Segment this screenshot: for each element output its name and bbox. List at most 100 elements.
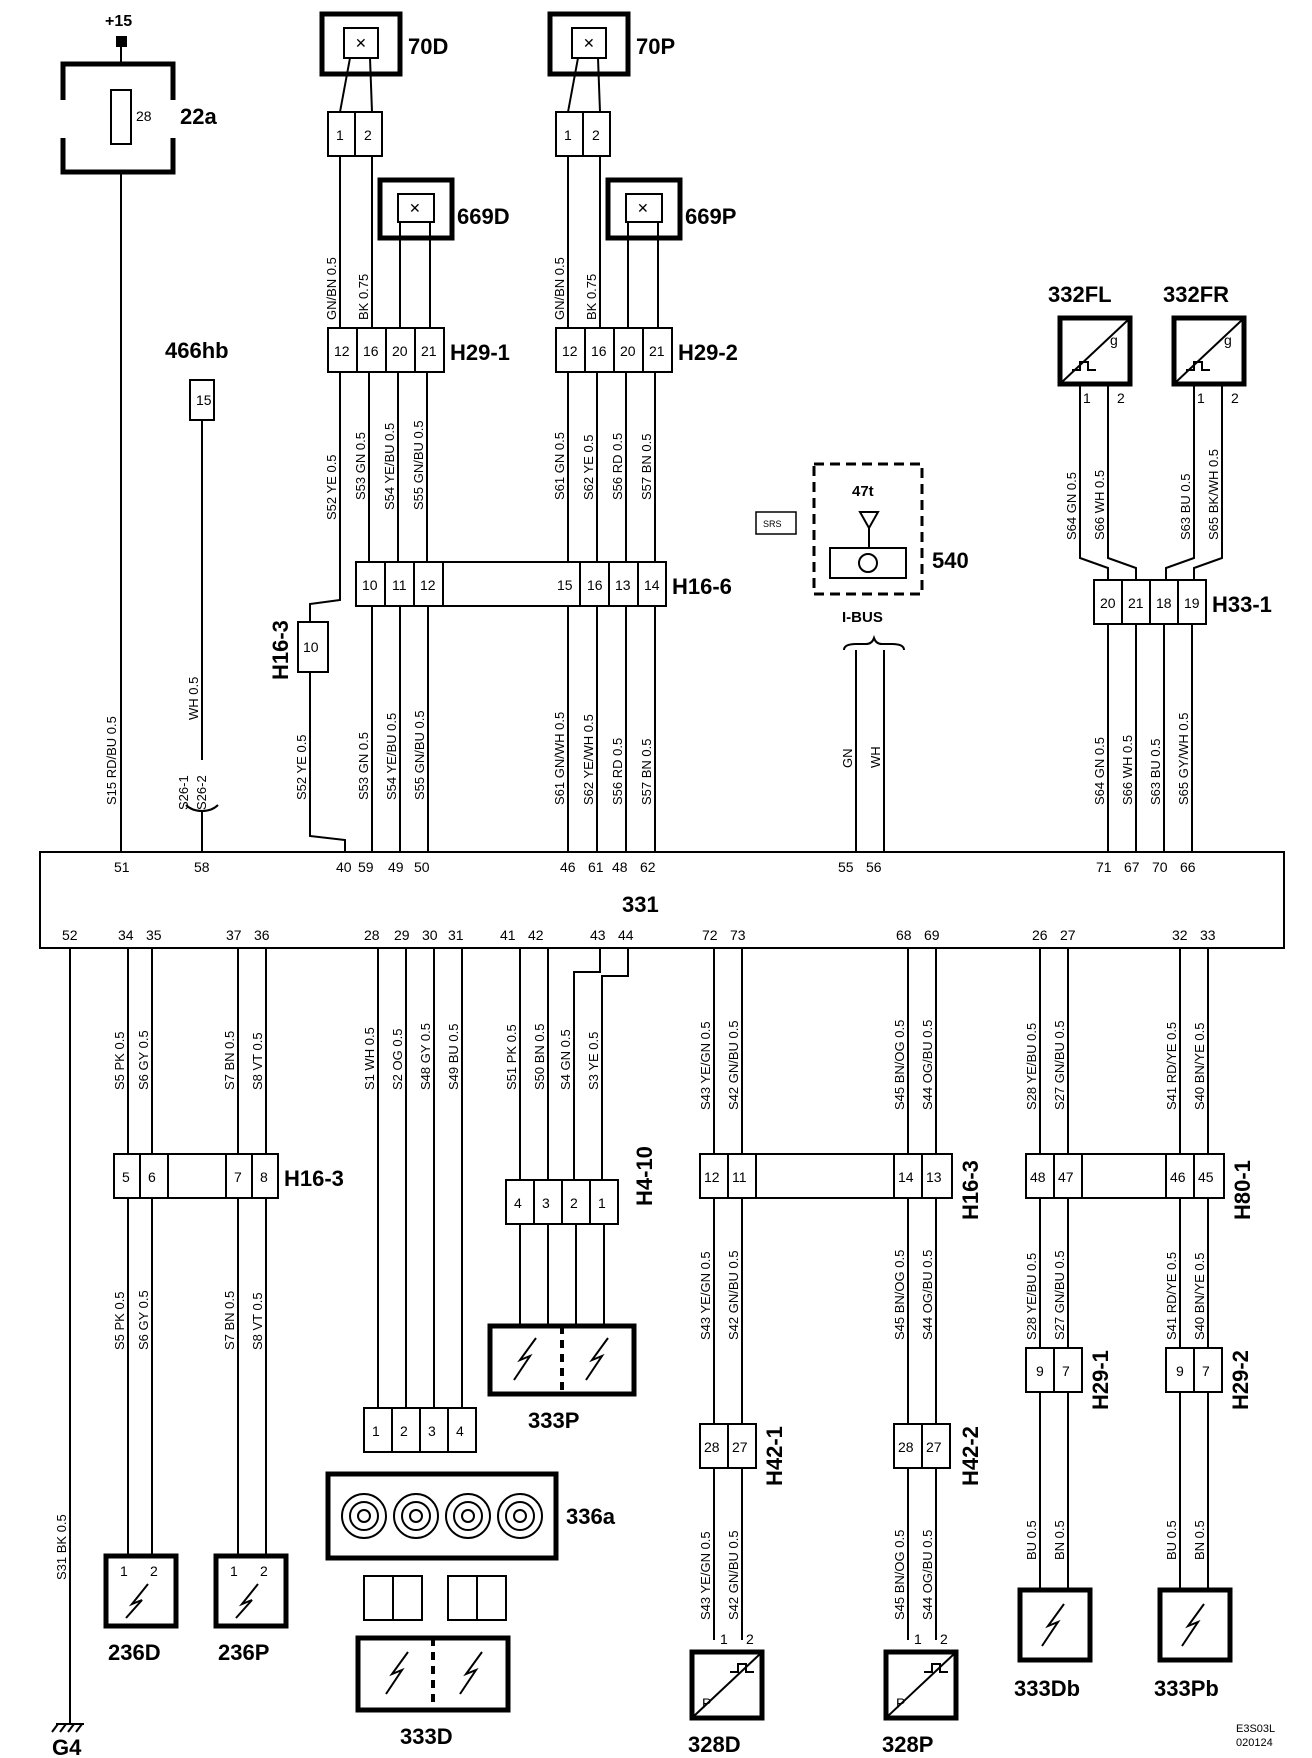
connector-h29-1-label: H29-1 [450, 340, 510, 365]
ecu-pin-bottom-68: 68 [896, 927, 912, 943]
wire-s27-a: S27 GN/BU 0.5 [1052, 1020, 1067, 1110]
squib-236d [103, 1553, 179, 1629]
ecu-pin-top-71: 71 [1096, 859, 1112, 875]
wire-466: WH 0.5 [186, 677, 201, 720]
wire-s61-top: S61 GN 0.5 [552, 432, 567, 500]
connector-h4-10-label: H4-10 [632, 1146, 657, 1206]
connector-h16-3-small [297, 621, 329, 673]
wire-s49: S49 BU 0.5 [446, 1024, 461, 1091]
wire-s62-top: S62 YE 0.5 [581, 434, 596, 500]
connector-h16-3-small-label: H16-3 [268, 620, 293, 680]
wire-s6-low: S6 GY 0.5 [136, 1290, 151, 1350]
connector-h29-2-low-label: H29-2 [1228, 1350, 1253, 1410]
wire-s28-a: S28 YE/BU 0.5 [1024, 1023, 1039, 1110]
svg-text:2: 2 [364, 127, 372, 143]
drawing-code-1: E3S03L [1236, 1723, 1275, 1735]
ecu-pin-bottom-26: 26 [1032, 927, 1048, 943]
svg-text:2: 2 [150, 1563, 158, 1579]
wire-s65-top: S65 BK/WH 0.5 [1206, 449, 1221, 540]
svg-text:5: 5 [122, 1169, 130, 1185]
svg-text:1: 1 [1083, 390, 1091, 406]
svg-text:✕: ✕ [409, 200, 421, 216]
svg-text:47: 47 [1058, 1169, 1074, 1185]
svg-text:16: 16 [587, 577, 603, 593]
svg-text:46: 46 [1170, 1169, 1186, 1185]
splice-s26-1: S26-1 [176, 775, 191, 810]
clock-spring-coils [341, 1493, 543, 1539]
ecu-pin-bottom-72: 72 [702, 927, 718, 943]
wire-s43-a: S43 YE/GN 0.5 [698, 1021, 713, 1110]
wire-s7-top: S7 BN 0.5 [222, 1031, 237, 1090]
wire-333pb-bn: BN 0.5 [1192, 1520, 1207, 1560]
ecu-pin-top-67: 67 [1124, 859, 1140, 875]
wire-70d-b: BK 0.75 [356, 274, 371, 320]
wire-s2: S2 OG 0.5 [390, 1029, 405, 1090]
wire-s45-c: S45 BN/OG 0.5 [892, 1530, 907, 1620]
wire-s53-top: S53 GN 0.5 [353, 432, 368, 500]
squib-333db-label: 333Db [1014, 1676, 1080, 1701]
switch-466hb [189, 379, 215, 421]
svg-text:14: 14 [898, 1169, 914, 1185]
wire-s44-b: S44 OG/BU 0.5 [920, 1250, 935, 1340]
wire-s54-low: S54 YE/BU 0.5 [384, 713, 399, 800]
svg-text:3: 3 [542, 1195, 550, 1211]
wire-s53-low: S53 GN 0.5 [356, 732, 371, 800]
wires-h29-1-to-h16-6 [339, 372, 428, 572]
wire-70p-a: GN/BN 0.5 [552, 257, 567, 320]
wire-s3: S3 YE 0.5 [586, 1032, 601, 1090]
connector-h29-1-low-label: H29-1 [1088, 1350, 1113, 1410]
wire-s42-a: S42 GN/BU 0.5 [726, 1020, 741, 1110]
srs-tag-label: SRS [763, 519, 782, 529]
svg-text:7: 7 [1062, 1363, 1070, 1379]
svg-text:9: 9 [1036, 1363, 1044, 1379]
svg-text:g: g [1224, 332, 1232, 348]
connector-h80-1 [1025, 1153, 1225, 1199]
svg-text:27: 27 [732, 1439, 748, 1455]
wire-s45-b: S45 BN/OG 0.5 [892, 1250, 907, 1340]
ecu-pin-top-61: 61 [588, 859, 604, 875]
svg-text:27: 27 [926, 1439, 942, 1455]
ecu-pin-bottom-42: 42 [528, 927, 544, 943]
wire-s56-low: S56 RD 0.5 [610, 738, 625, 805]
ecu-pin-top-50: 50 [414, 859, 430, 875]
ecu-pin-top-40: 40 [336, 859, 352, 875]
ecu-pin-top-46: 46 [560, 859, 576, 875]
squib-333d-label: 333D [400, 1724, 453, 1749]
wire-s41-b: S41 RD/YE 0.5 [1164, 1252, 1179, 1340]
svg-text:7: 7 [234, 1169, 242, 1185]
svg-text:45: 45 [1198, 1169, 1214, 1185]
ecu-pin-top-58: 58 [194, 859, 210, 875]
svg-text:28: 28 [898, 1439, 914, 1455]
connector-h29-2-label: H29-2 [678, 340, 738, 365]
connector-h16-3-mid-label: H16-3 [958, 1160, 983, 1220]
fuse-box-label: 22a [180, 104, 217, 129]
svg-text:11: 11 [732, 1169, 747, 1185]
svg-text:7: 7 [1202, 1363, 1210, 1379]
clock-spring-336a [325, 1471, 559, 1561]
splice-s26-2: S26-2 [194, 775, 209, 810]
svg-text:21: 21 [421, 343, 437, 359]
svg-text:1: 1 [598, 1195, 606, 1211]
wire-333db-bu: BU 0.5 [1024, 1520, 1039, 1560]
connector-h16-3-left [113, 1153, 279, 1199]
svg-text:2: 2 [592, 127, 600, 143]
ecu-pin-bottom-33: 33 [1200, 927, 1216, 943]
control-unit-331 [39, 851, 1285, 949]
ecu-pin-top-49: 49 [388, 859, 404, 875]
connector-h16-6-label: H16-6 [672, 574, 732, 599]
svg-text:16: 16 [363, 343, 379, 359]
wire-333db-bn: BN 0.5 [1052, 1520, 1067, 1560]
ecu-pin-bottom-35: 35 [146, 927, 162, 943]
wire-s62-low: S62 YE/WH 0.5 [581, 714, 596, 805]
ecu-pin-top-70: 70 [1152, 859, 1168, 875]
wire-s65-low: S65 GY/WH 0.5 [1176, 713, 1191, 805]
ecu-pin-bottom-28: 28 [364, 927, 380, 943]
svg-text:11: 11 [392, 577, 407, 593]
svg-text:1: 1 [372, 1423, 380, 1439]
svg-text:20: 20 [1100, 595, 1116, 611]
svg-text:14: 14 [644, 577, 660, 593]
lamp-70d-label: 70D [408, 34, 448, 59]
wire-ibus-gn: GN [840, 749, 855, 769]
svg-text:28: 28 [704, 1439, 720, 1455]
